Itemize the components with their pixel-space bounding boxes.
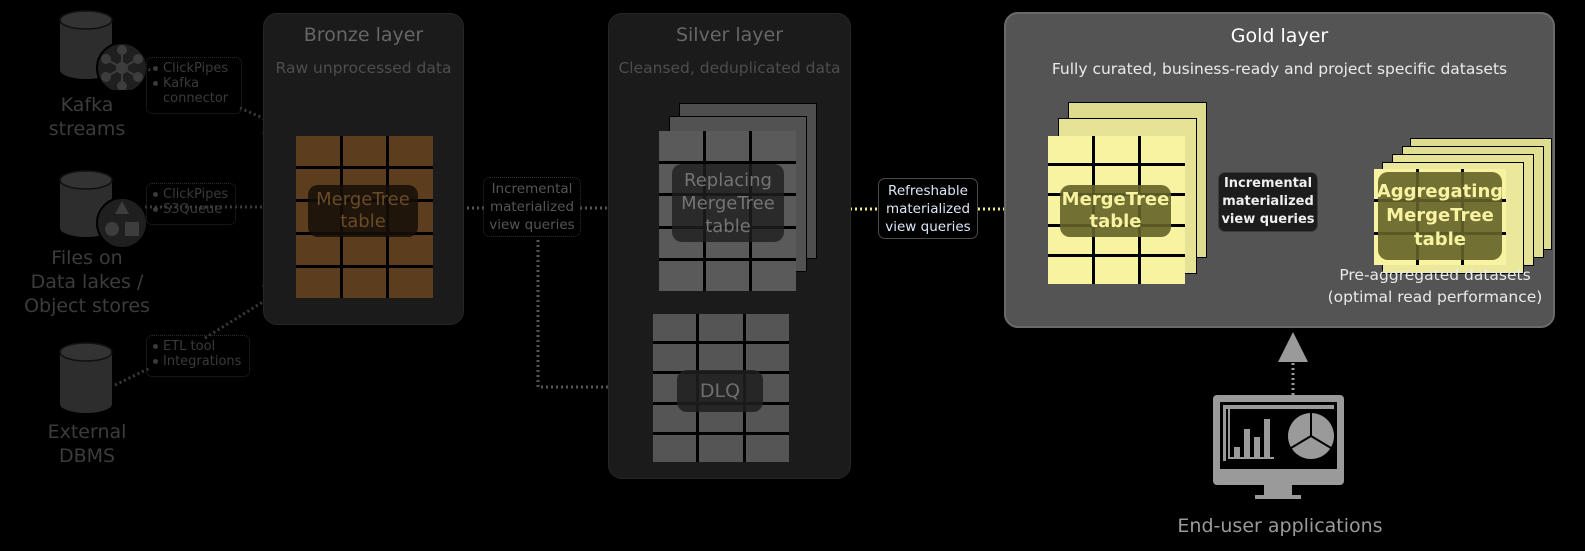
bullet-icon bbox=[153, 344, 158, 349]
source-label-line: DBMS bbox=[58, 445, 116, 467]
panel-title: Bronze layer bbox=[303, 24, 424, 46]
aggregating-note: Pre-aggregated datasets (optimal read pe… bbox=[1320, 264, 1550, 308]
panel-title: Silver layer bbox=[675, 24, 784, 46]
label-line: view queries bbox=[489, 217, 575, 233]
tag-item: Integrations bbox=[163, 354, 242, 369]
label-line: MergeTree bbox=[1386, 205, 1494, 226]
label-line: table bbox=[1413, 229, 1466, 250]
label-line: Incremental bbox=[1223, 176, 1313, 191]
source-label-line: Data lakes / bbox=[30, 271, 144, 293]
source-label: External DBMS bbox=[17, 420, 157, 468]
label-line: Refreshable bbox=[888, 182, 968, 199]
panel-title: Gold layer bbox=[1230, 25, 1329, 47]
tag-item: ETL tool bbox=[163, 339, 216, 354]
bronze-table-label: MergeTree table bbox=[308, 185, 418, 237]
bullet-icon bbox=[153, 192, 158, 197]
pie-chart-icon bbox=[1288, 413, 1334, 459]
gold-layer-panel: Gold layer Fully curated, business-ready… bbox=[1004, 12, 1555, 328]
source-label: Files on Data lakes / Object stores bbox=[12, 246, 162, 318]
note-line: (optimal read performance) bbox=[1327, 288, 1543, 306]
label-line: MergeTree bbox=[681, 192, 775, 214]
source-label: Kafka streams bbox=[17, 93, 157, 141]
bar-chart-icon bbox=[1226, 409, 1276, 461]
refreshable-mv-label: Refreshable materialized view queries bbox=[878, 178, 978, 239]
aggregating-mergetree-label: Aggregating MergeTree table bbox=[1376, 172, 1504, 260]
label-line: table bbox=[1089, 211, 1142, 232]
ingest-tag: ClickPipes Kafka connector bbox=[146, 57, 242, 114]
dbms-connector-line bbox=[114, 366, 151, 387]
label-line: table bbox=[705, 215, 751, 237]
panel-subtitle: Raw unprocessed data bbox=[275, 59, 452, 77]
dbms-to-bronze-line bbox=[204, 281, 296, 340]
panel-subtitle: Fully curated, business-ready and projec… bbox=[1051, 60, 1508, 78]
panel-subtitle: Cleansed, deduplicated data bbox=[618, 59, 841, 77]
source-label-line: Kafka bbox=[60, 94, 114, 116]
tag-item: S3Queue bbox=[163, 202, 223, 217]
ingest-tag: ClickPipes S3Queue bbox=[146, 183, 236, 225]
tag-item: Kafka connector bbox=[163, 76, 229, 106]
ingest-tag: ETL tool Integrations bbox=[146, 335, 250, 377]
note-line: Pre-aggregated datasets bbox=[1339, 266, 1531, 284]
label-line: Incremental bbox=[491, 181, 573, 197]
gold-incremental-mv-label: Incremental materialized view queries bbox=[1218, 172, 1318, 232]
tag-item: ClickPipes bbox=[163, 61, 229, 76]
silver-layer-panel: Silver layer Cleansed, deduplicated data… bbox=[608, 13, 851, 479]
bronze-layer-panel: Bronze layer Raw unprocessed data MergeT… bbox=[263, 13, 464, 325]
kafka-icon bbox=[59, 10, 148, 90]
gold-mergetree-label: MergeTree table bbox=[1060, 185, 1171, 237]
source-label-line: streams bbox=[48, 118, 126, 140]
label-line: view queries bbox=[1221, 212, 1315, 227]
label-line: table bbox=[340, 211, 386, 232]
label-line: MergeTree bbox=[1061, 189, 1170, 210]
bullet-icon bbox=[153, 359, 158, 364]
tag-item: ClickPipes bbox=[163, 187, 229, 202]
label-line: materialized bbox=[489, 199, 575, 215]
monitor-chart-icon bbox=[1213, 395, 1344, 499]
source-label-line: External bbox=[47, 421, 127, 443]
label-line: view queries bbox=[885, 218, 971, 235]
incremental-mv-label: Incremental materialized view queries bbox=[483, 177, 581, 237]
replacing-mergetree-label: Replacing MergeTree table bbox=[672, 164, 784, 242]
shapes-icon bbox=[59, 170, 148, 248]
label-line: materialized bbox=[1222, 194, 1314, 209]
label-line: materialized bbox=[885, 200, 971, 217]
database-icon bbox=[59, 342, 113, 413]
label-line: Aggregating bbox=[1376, 181, 1504, 202]
label-line: Replacing bbox=[684, 169, 772, 191]
label-line: MergeTree bbox=[316, 189, 410, 210]
end-user-apps-label: End-user applications bbox=[1177, 515, 1383, 537]
bullet-icon bbox=[153, 207, 158, 212]
source-label-line: Files on bbox=[51, 247, 123, 269]
source-label-line: Object stores bbox=[24, 295, 150, 317]
dlq-label: DLQ bbox=[677, 370, 763, 412]
bullet-icon bbox=[153, 81, 158, 86]
bullet-icon bbox=[153, 66, 158, 71]
